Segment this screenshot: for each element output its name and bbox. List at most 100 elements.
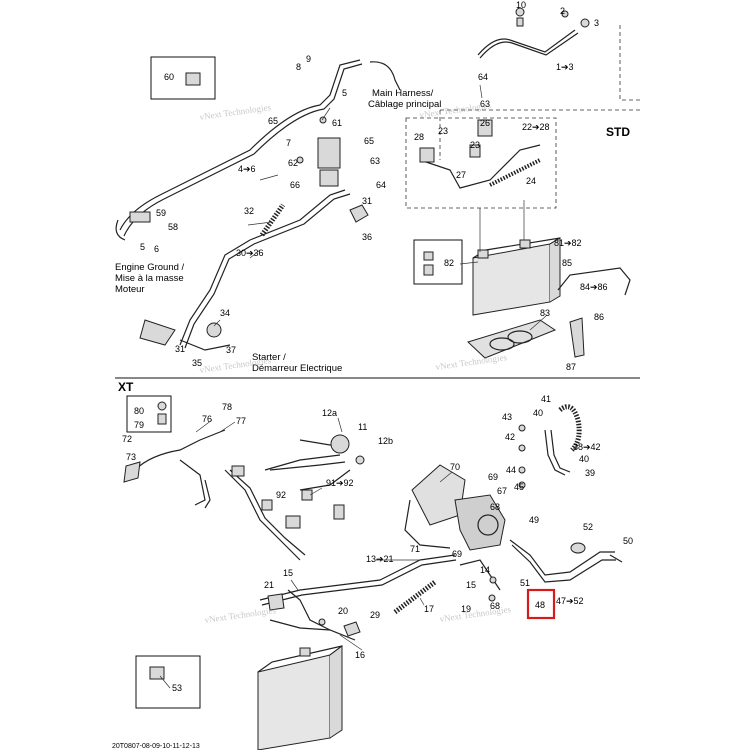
- part-label: 15: [466, 580, 476, 590]
- part-label: 78: [222, 402, 232, 412]
- part-label: 34: [220, 308, 230, 318]
- part-label: 68: [490, 502, 500, 512]
- relay-62: [317, 137, 341, 169]
- part-11: [330, 434, 350, 454]
- part-label: 52: [583, 522, 593, 532]
- relay-73: [123, 461, 141, 483]
- part-label: 28: [414, 132, 424, 142]
- main-harness-xt: [224, 469, 301, 561]
- part-label: 40: [533, 408, 543, 418]
- part-label: 32: [244, 206, 254, 216]
- part-label: 11: [358, 422, 367, 432]
- part-label: 43: [502, 412, 512, 422]
- part-label: 69: [488, 472, 498, 482]
- part-label: 38➔42: [573, 442, 601, 452]
- part-label: 16: [355, 650, 365, 660]
- part-label: 68: [490, 601, 500, 611]
- engine-ground-label-2: Mise à la masse: [115, 273, 184, 284]
- box-53: [135, 655, 201, 709]
- part-label: 20: [338, 606, 348, 616]
- part-label: 42: [505, 432, 515, 442]
- boot-52: [570, 542, 586, 554]
- cable-30-36: [179, 189, 346, 346]
- part-label: 13➔21: [366, 554, 394, 564]
- part-label: 4➔6: [238, 164, 256, 174]
- part-label: 26: [480, 118, 490, 128]
- xt-title: XT: [118, 380, 134, 394]
- part-label: 6: [154, 244, 159, 254]
- highlight-48-label: 48: [535, 600, 545, 610]
- harness-72: [134, 429, 226, 471]
- fuse-inset: [405, 117, 557, 209]
- part-label: 66: [290, 180, 300, 190]
- watermark: vNext Technologies: [199, 102, 272, 122]
- footer-code: 20T0807-08-09-10-11-12-13: [112, 743, 200, 750]
- part-label: 83: [540, 308, 550, 318]
- part-label: 5: [342, 88, 347, 98]
- part-label: 7: [286, 138, 291, 148]
- part-label: 61: [332, 118, 342, 128]
- battery-tray-83: [467, 319, 557, 359]
- part-label: 65: [268, 116, 278, 126]
- xt-leaders: [159, 417, 453, 689]
- part-label: 37: [226, 345, 236, 355]
- bracket-86: [569, 317, 585, 358]
- part-label: 15: [283, 568, 293, 578]
- part-60: [185, 72, 201, 86]
- battery-xt: [257, 654, 331, 751]
- part-label: 47➔52: [556, 596, 584, 606]
- part-label: 69: [452, 549, 462, 559]
- std-part-labels: 10 2 3 1➔3 9 8 5 60 64 63 61 65 65 7 62 …: [140, 0, 608, 372]
- part-36: [349, 204, 369, 223]
- part-label: 63: [370, 156, 380, 166]
- part-label: 51: [520, 578, 530, 588]
- cable-13-21: [259, 554, 456, 601]
- box-80: [126, 395, 172, 433]
- part-label: 92: [276, 490, 286, 500]
- part-label: 19: [461, 604, 471, 614]
- part-label: 73: [126, 452, 136, 462]
- main-harness-label-1: Main Harness/: [372, 88, 434, 99]
- starter-label-2: Démarreur Electrique: [252, 363, 342, 374]
- part-label: 64: [376, 180, 386, 190]
- part-label: 22➔28: [522, 122, 550, 132]
- sleeve-24: [489, 158, 541, 187]
- std-frame-line: [619, 25, 640, 101]
- strap-85: [557, 267, 631, 296]
- cable-38-42: [544, 429, 566, 476]
- part-label: 63: [480, 99, 490, 109]
- boot-21: [267, 593, 285, 611]
- part-label: 23: [438, 126, 448, 136]
- part-53: [149, 666, 165, 680]
- solenoid-70: [411, 464, 466, 526]
- part-label: 10: [516, 0, 526, 10]
- part-label: 77: [236, 416, 246, 426]
- sleeve-32: [259, 203, 286, 237]
- engine-ground-label-1: Engine Ground /: [115, 262, 185, 273]
- box-82: [413, 239, 463, 285]
- part-label: 24: [526, 176, 536, 186]
- part-label: 2: [560, 6, 565, 16]
- part-label: 5: [140, 242, 145, 252]
- part-label: 82: [444, 258, 454, 268]
- cable-47-52: [509, 539, 615, 576]
- part-label: 70: [450, 462, 460, 472]
- starter-label-1: Starter /: [252, 352, 286, 363]
- part-label: 44: [506, 465, 516, 475]
- part-label: 84➔86: [580, 282, 608, 292]
- watermark: vNext Technologies: [435, 352, 508, 372]
- nut-10: [515, 7, 525, 17]
- part-label: 41: [541, 394, 551, 404]
- part-label: 91➔92: [326, 478, 354, 488]
- part-label: 85: [562, 258, 572, 268]
- part-label: 17: [424, 604, 434, 614]
- part-label: 35: [192, 358, 202, 368]
- part-label: 86: [594, 312, 604, 322]
- highlight-48-box: [526, 588, 556, 620]
- engine-ground-label-3: Moteur: [115, 284, 145, 295]
- sleeve-17: [393, 580, 437, 614]
- part-label: 59: [156, 208, 166, 218]
- part-label: 50: [623, 536, 633, 546]
